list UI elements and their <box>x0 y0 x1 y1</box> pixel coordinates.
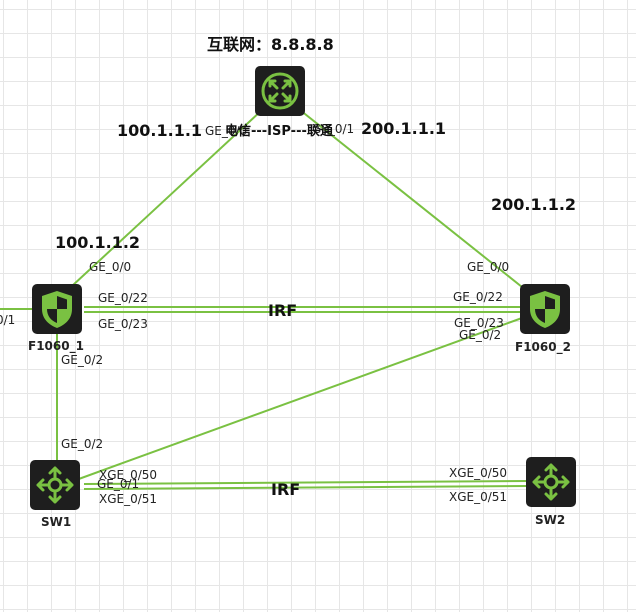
firewall-f1060-1[interactable] <box>32 284 82 334</box>
device-name-sw1: SW1 <box>41 515 71 529</box>
port-f2-irf-a: GE_0/22 <box>453 290 503 304</box>
irf-label-firewalls: IRF <box>268 301 297 320</box>
device-name-f2: F1060_2 <box>515 340 571 355</box>
link-f2-sw1 <box>75 317 523 481</box>
irf-label-switches: IRF <box>271 480 300 499</box>
firewall-f1060-2[interactable] <box>520 284 570 334</box>
port-sw2-xge-b: XGE_0/51 <box>449 490 507 504</box>
ip-isp-left: 100.1.1.1 <box>117 121 202 140</box>
port-sw2-xge-a: XGE_0/50 <box>449 466 507 480</box>
switch-icon <box>30 460 80 510</box>
link-irf-sw-a <box>83 480 529 485</box>
links <box>0 109 529 490</box>
shield-icon-cut <box>535 296 555 323</box>
ip-f1-wan: 100.1.1.2 <box>55 233 140 252</box>
port-sw1-ge1: GE_0/1 <box>97 477 139 491</box>
port-sw1-xge-a: XGE_0/50 <box>99 468 157 482</box>
link-router-f1 <box>71 109 263 287</box>
shield-icon-cut <box>47 296 67 323</box>
device-name-sw2: SW2 <box>535 513 565 527</box>
port-sw1-xge-b: XGE_0/51 <box>99 492 157 506</box>
switch-sw1[interactable] <box>30 460 80 510</box>
link-irf-sw-b <box>83 485 529 490</box>
port-f2-down: GE_0/2 <box>459 328 501 342</box>
link-router-f2 <box>299 109 523 288</box>
switch-icon-arrows <box>36 466 74 504</box>
port-f1-left-edge: 0/1 <box>0 313 15 327</box>
port-sw1-up: GE_0/2 <box>61 437 103 451</box>
port-f2-up: GE_0/0 <box>467 260 509 274</box>
port-f1-irf-b: GE_0/23 <box>98 317 148 331</box>
router-icon-ring <box>261 72 299 110</box>
port-f2-irf-b: GE_0/23 <box>454 316 504 330</box>
port-f1-irf-a: GE_0/22 <box>98 291 148 305</box>
port-router-left: GE_0/0 <box>205 124 247 138</box>
router-device[interactable] <box>255 66 305 116</box>
port-f1-up: GE_0/0 <box>89 260 131 274</box>
switch-icon <box>526 457 576 507</box>
isp-link-label: 电信---ISP---联通 <box>225 123 333 139</box>
device-name-f1: F1060_1 <box>28 339 84 354</box>
ip-isp-right: 200.1.1.1 <box>361 119 446 138</box>
router-icon-arrows <box>268 79 292 103</box>
switch-sw2[interactable] <box>526 457 576 507</box>
switch-icon-arrows <box>532 463 570 501</box>
ip-f2-wan: 200.1.1.2 <box>491 195 576 214</box>
internet-title: 互联网：8.8.8.8 <box>207 35 334 54</box>
port-f1-down: GE_0/2 <box>61 353 103 367</box>
port-router-right: GE_0/1 <box>312 122 354 136</box>
